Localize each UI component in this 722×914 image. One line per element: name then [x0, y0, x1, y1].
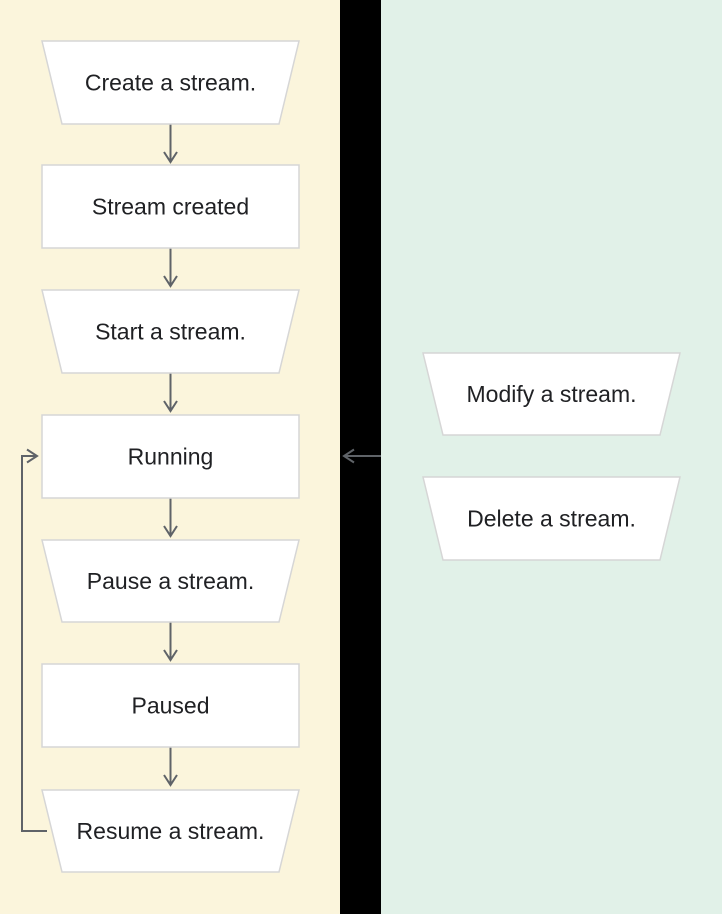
node-label: Running	[128, 444, 214, 470]
node-paused: Paused	[41, 663, 300, 748]
node-label: Stream created	[92, 194, 249, 220]
rectangle-shape	[41, 414, 300, 499]
node-modify-a-stream: Modify a stream.	[422, 352, 681, 436]
loop-back-arrow	[21, 448, 47, 832]
trapezoid-shape	[41, 789, 300, 873]
node-running: Running	[41, 414, 300, 499]
node-resume-a-stream: Resume a stream.	[41, 789, 300, 873]
rectangle-shape	[41, 663, 300, 748]
node-label: Resume a stream.	[77, 818, 265, 844]
trapezoid-shape	[41, 40, 300, 125]
rectangle-shape	[41, 164, 300, 249]
node-create-a-stream: Create a stream.	[41, 40, 300, 125]
node-label: Pause a stream.	[87, 568, 254, 594]
trapezoid-shape	[422, 476, 681, 561]
node-delete-a-stream: Delete a stream.	[422, 476, 681, 561]
node-label: Start a stream.	[95, 319, 246, 345]
trapezoid-shape	[41, 289, 300, 374]
node-label: Modify a stream.	[467, 381, 637, 407]
trapezoid-shape	[41, 539, 300, 623]
node-label: Create a stream.	[85, 70, 256, 96]
node-label: Delete a stream.	[467, 506, 636, 532]
right-panel	[381, 0, 722, 914]
node-start-a-stream: Start a stream.	[41, 289, 300, 374]
node-pause-a-stream: Pause a stream.	[41, 539, 300, 623]
node-label: Paused	[131, 693, 209, 719]
node-stream-created: Stream created	[41, 164, 300, 249]
trapezoid-shape	[422, 352, 681, 436]
